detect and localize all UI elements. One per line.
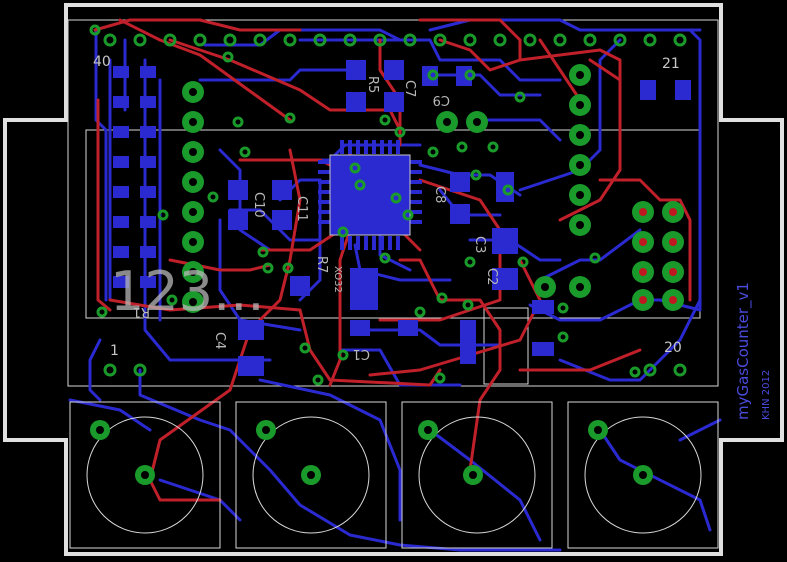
- board-title: myGasCounter_v1: [734, 282, 753, 420]
- silkscreen-refs: R1 C4 C1 C10 C11 C7 R5 C9 C8 C3 C2 R7 XO…: [133, 76, 499, 361]
- header-pads-left: [113, 66, 156, 288]
- ref-c3: C3: [472, 236, 487, 253]
- ref-c10: C10: [251, 192, 266, 218]
- label-pin-20: 20: [664, 340, 682, 356]
- ref-r7: R7: [314, 256, 329, 273]
- ref-c4: C4: [212, 332, 227, 349]
- label-pin-40: 40: [93, 54, 111, 70]
- ref-c1: C1: [353, 346, 370, 361]
- through-hole-pads: [182, 64, 684, 313]
- vias: [89, 24, 687, 386]
- ref-c9: C9: [433, 92, 450, 107]
- label-pin-1: 1: [110, 343, 119, 359]
- mcu-outline: [329, 154, 411, 236]
- ref-c8: C8: [432, 186, 447, 203]
- component-keepout-outer: [67, 19, 719, 387]
- sensor-footprints: [69, 401, 719, 549]
- smd-pads: [228, 60, 691, 376]
- board-credit: KHN 2012: [761, 370, 772, 420]
- ref-c7: C7: [402, 80, 417, 97]
- ref-xo32: XO32: [332, 266, 343, 293]
- ref-c2: C2: [484, 268, 499, 285]
- board-outline: [3, 3, 784, 556]
- label-pin-21: 21: [662, 56, 680, 72]
- ref-c11: C11: [294, 196, 309, 222]
- ref-r1: R1: [133, 304, 150, 319]
- silkscreen-big-text: 123...: [110, 260, 265, 323]
- ref-r5: R5: [365, 76, 380, 93]
